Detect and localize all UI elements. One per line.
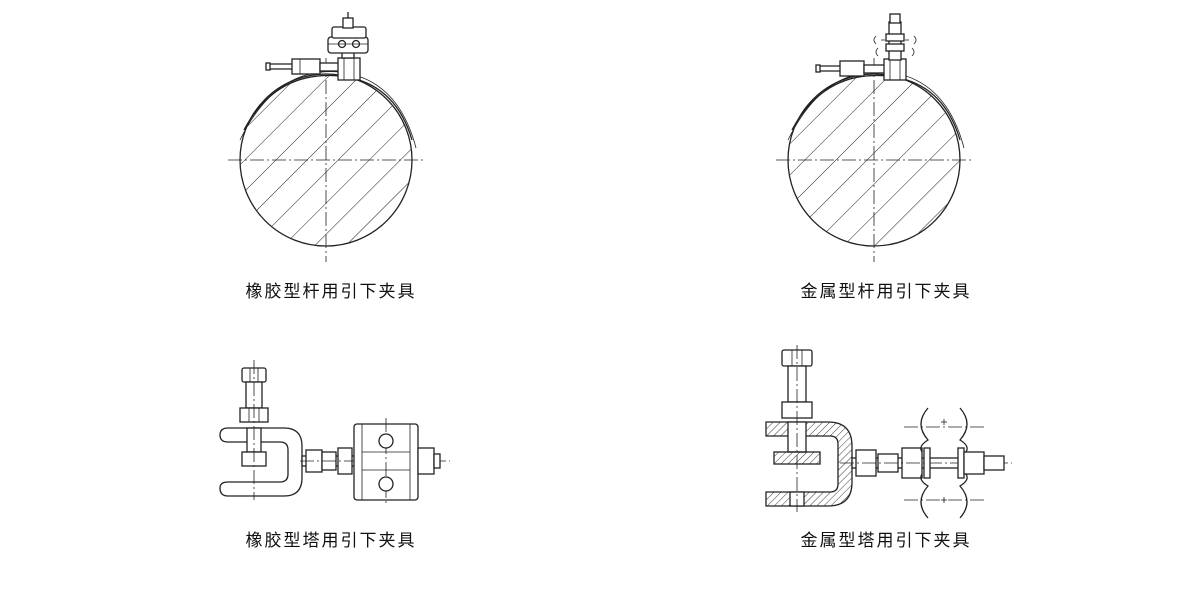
metal-pole-clamp-drawing [776,13,972,262]
top-nut [342,17,354,29]
caption-metal-tower-clamp: 金属型塔用引下夹具 [800,531,972,551]
wire-connector [839,60,865,77]
rubber-insulator [327,36,369,54]
rubber-tower-clamp-drawing [219,360,450,506]
c-clamp-body [765,421,853,507]
caption-metal-pole-clamp: 金属型杆用引下夹具 [800,282,972,302]
caption-rubber-pole-clamp: 橡胶型杆用引下夹具 [245,282,417,302]
clamp-block [337,57,361,81]
metal-tower-clamp-drawing [765,345,1012,519]
wire-connector [291,58,321,75]
clamp-block [883,58,907,81]
wire-grip-lower [920,473,930,519]
end-nut [983,455,1005,471]
wire-grip-upper [920,407,930,453]
rubber-pole-clamp-drawing [228,12,424,262]
top-nut [889,13,901,24]
caption-rubber-tower-clamp: 橡胶型塔用引下夹具 [245,531,417,551]
